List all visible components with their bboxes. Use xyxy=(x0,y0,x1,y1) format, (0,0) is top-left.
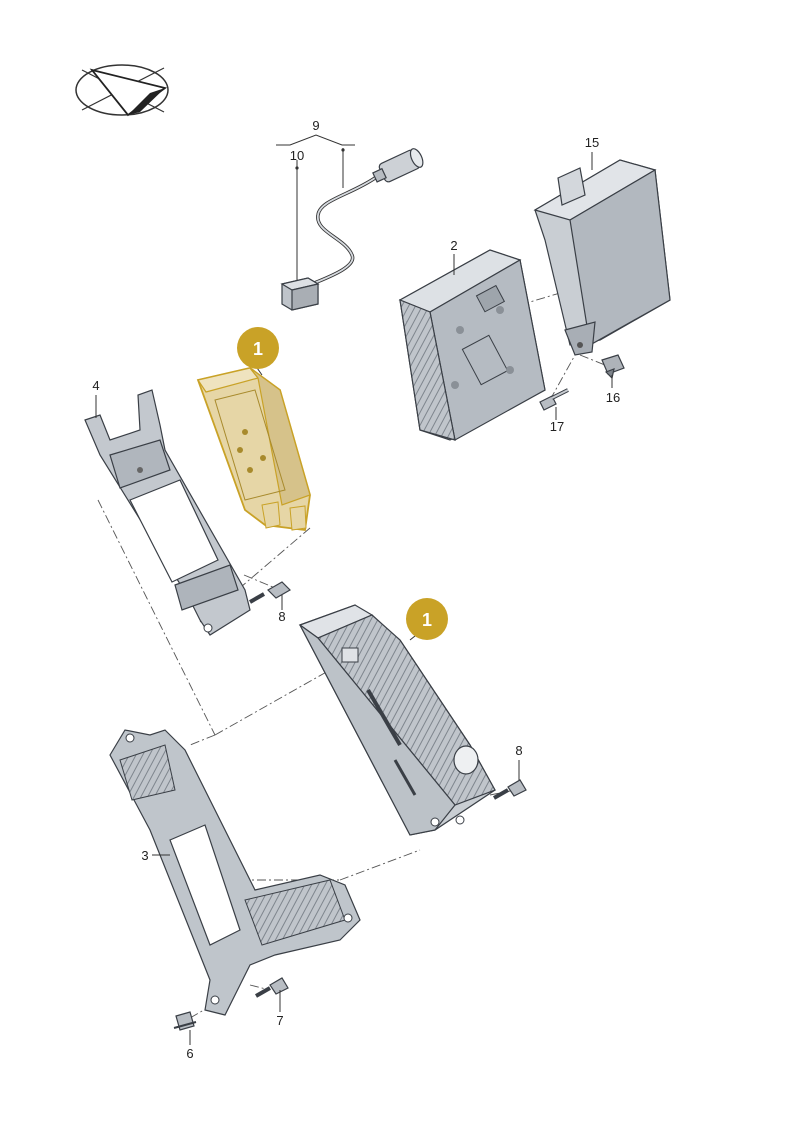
radio-unit-part-1-middle xyxy=(298,604,496,836)
label-3: 3 xyxy=(141,848,148,863)
carrier-bracket-part-3 xyxy=(109,729,361,1016)
label-7: 7 xyxy=(276,1013,283,1028)
screw-part-7 xyxy=(255,977,289,998)
label-16: 16 xyxy=(606,390,620,405)
holder-part-4 xyxy=(84,389,251,636)
callout-badge-1-middle: 1 xyxy=(406,598,448,640)
clip-part-6 xyxy=(173,1011,197,1031)
clip-part-16 xyxy=(601,354,625,380)
screw-part-8-upper xyxy=(249,581,291,604)
cable-assembly xyxy=(280,148,424,311)
paper-plane-logo-icon xyxy=(75,64,169,117)
label-15: 15 xyxy=(585,135,599,150)
label-2: 2 xyxy=(450,238,457,253)
label-9: 9 xyxy=(312,118,319,133)
label-17: 17 xyxy=(550,419,564,434)
label-4: 4 xyxy=(92,378,99,393)
leader-lines xyxy=(95,134,613,1045)
svg-text:1: 1 xyxy=(422,610,432,630)
callout-badge-1-top: 1 xyxy=(237,327,279,369)
bracket-part-15 xyxy=(533,159,671,356)
highlighted-module-part-1-top xyxy=(196,367,311,532)
label-8-upper: 8 xyxy=(278,609,285,624)
control-unit-part-2 xyxy=(398,249,546,441)
screw-part-17 xyxy=(539,388,569,411)
screw-part-8-lower xyxy=(493,779,527,800)
label-6: 6 xyxy=(186,1046,193,1061)
label-10: 10 xyxy=(290,148,304,163)
part-number-labels: 9 10 15 2 4 16 17 8 8 3 7 6 xyxy=(92,118,620,1061)
label-8-lower: 8 xyxy=(515,743,522,758)
svg-text:1: 1 xyxy=(253,339,263,359)
